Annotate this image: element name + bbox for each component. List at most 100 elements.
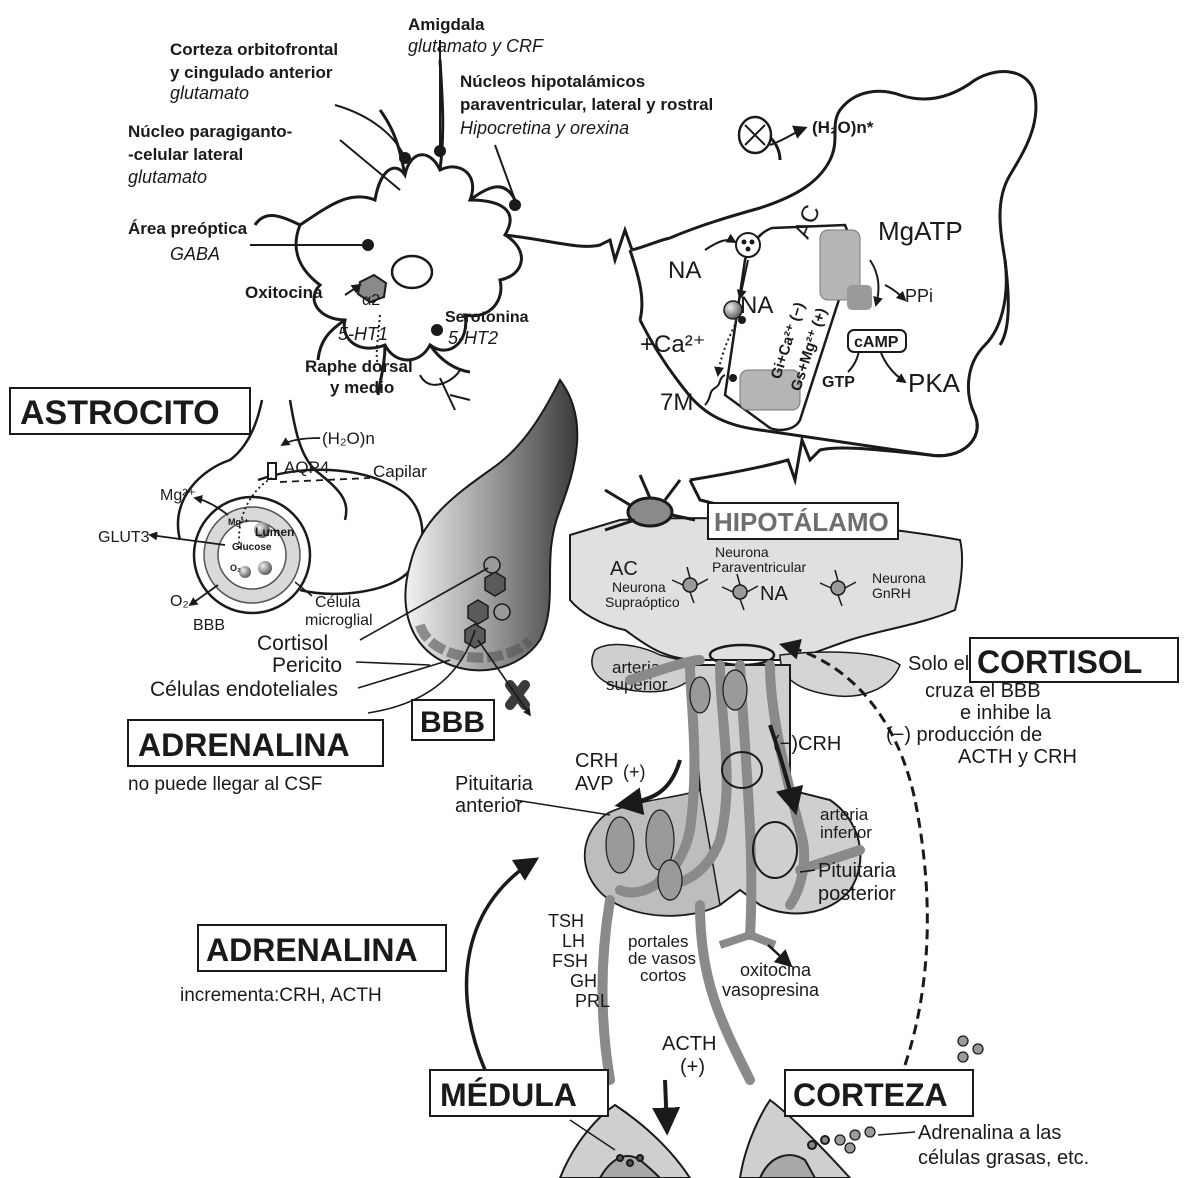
- synapse-na2-label: NA: [740, 292, 773, 319]
- microglial-label-2: microglial: [305, 612, 373, 629]
- vesicle: [736, 233, 760, 257]
- astro-bbb-label: BBB: [193, 617, 225, 634]
- cortisol-note-3: e inhibe la: [960, 702, 1052, 724]
- adrenalina-top-title: ADRENALINA: [138, 727, 350, 763]
- neurona-para-label-2: Paraventricular: [712, 559, 806, 575]
- preoptica-label: Área preóptica: [128, 219, 248, 238]
- paragiganto-transmitter: glutamato: [128, 167, 207, 187]
- oxitocina-bottom-label: oxitocina: [740, 960, 812, 980]
- grasas-label-1: Adrenalina a las: [918, 1122, 1061, 1144]
- hormone-tsh: TSH: [548, 911, 584, 931]
- neurona-supra-label-1: Neurona: [612, 579, 666, 595]
- lumen-label: Lumen: [255, 525, 294, 539]
- pka-label: PKA: [908, 368, 961, 398]
- oxitocina-label: Oxitocina: [245, 283, 323, 302]
- astrocito-title: ASTROCITO: [20, 394, 220, 432]
- seven-m-label: 7M: [660, 389, 693, 416]
- acth-plus-label: (+): [680, 1056, 705, 1078]
- endoteliales-label: Células endoteliales: [150, 678, 338, 701]
- h2o-arrow: [770, 128, 805, 145]
- o2-small-label: O₂: [230, 563, 241, 573]
- pit-anterior-label-1: Pituitaria: [455, 773, 534, 795]
- pit-anterior-label-2: anterior: [455, 795, 523, 817]
- medula-title: MÉDULA: [440, 1077, 577, 1113]
- hormone-fsh: FSH: [552, 951, 588, 971]
- minus-crh-label: (−)CRH: [773, 733, 841, 755]
- acth-label: ACTH: [662, 1033, 716, 1055]
- posterior-branches: [720, 935, 775, 945]
- cortisol-note-2: cruza el BBB: [925, 680, 1041, 702]
- cortisol-note-4: (−) producción de: [886, 724, 1042, 746]
- aqp4-label: AQP4: [284, 458, 329, 477]
- cortisol-title: CORTISOL: [977, 644, 1142, 680]
- mgatp-label: MgATP: [878, 216, 963, 246]
- hipo-ac-label: AC: [610, 558, 638, 580]
- hipo-na-label: NA: [760, 583, 788, 605]
- ppi-label: PPi: [905, 286, 933, 306]
- paragiganto-label-1: Núcleo paragiganto-: [128, 122, 292, 141]
- serotonina-label: Serotonina: [445, 309, 529, 326]
- hipotalamo-title: HIPOTÁLAMO: [714, 507, 889, 537]
- corteza-orbito-label-2: y cingulado anterior: [170, 63, 333, 82]
- mg-small-label: Mg²⁺: [228, 517, 249, 527]
- corteza-title: CORTEZA: [793, 1077, 948, 1113]
- avp-label: AVP: [575, 773, 614, 795]
- glucose-label: Glucose: [232, 542, 272, 553]
- microglial-label-1: Célula: [315, 594, 360, 611]
- vasopresina-label: vasopresina: [722, 980, 820, 1000]
- amigdala-label: Amigdala: [408, 15, 485, 34]
- blood-vessel: [405, 380, 577, 705]
- hormone-gh: GH: [570, 971, 597, 991]
- camp-label: cAMP: [854, 334, 899, 351]
- pit-posterior-label-2: posterior: [818, 883, 896, 905]
- corteza-orbito-transmitter: glutamato: [170, 83, 249, 103]
- capilar-label: Capilar: [373, 462, 427, 481]
- preoptica-transmitter: GABA: [170, 244, 220, 264]
- astro-h2o-label: (H₂O)n: [322, 429, 375, 448]
- cortisol-note-1: Solo el: [908, 653, 969, 675]
- paragiganto-label-2: -celular lateral: [128, 145, 243, 164]
- crh-plus-label: (+): [623, 762, 646, 782]
- aquaporin-channel: [739, 117, 771, 153]
- seven-m-dot: [729, 374, 737, 382]
- corteza-orbito-label-1: Corteza orbitofrontal: [170, 40, 338, 59]
- nucleos-hipo-label-1: Núcleos hipotalámicos: [460, 72, 645, 91]
- ht2-label: 5-HT2: [448, 328, 498, 348]
- seven-m-squiggle: [705, 375, 725, 405]
- alpha2-label: α2: [362, 292, 380, 309]
- synapse-h2o-label: (H₂O)n*: [812, 118, 874, 137]
- grasas-pointer: [878, 1132, 915, 1135]
- pericito-label: Pericito: [272, 654, 342, 677]
- arteria-inferior-label-2: inferior: [820, 823, 872, 842]
- pit-anterior-pointer: [515, 800, 610, 815]
- crh-label: CRH: [575, 750, 618, 772]
- synaptic-terminals: [358, 145, 521, 336]
- nucleos-hipo-transmitter: Hipocretina y orexina: [460, 118, 629, 138]
- pit-posterior-label-1: Pituitaria: [818, 860, 897, 882]
- mg-label: Mg²⁺: [160, 487, 196, 504]
- calcium-label: +Ca²⁺: [640, 331, 705, 358]
- grasas-label-2: células grasas, etc.: [918, 1147, 1089, 1169]
- neurona-gnrh-label-1: Neurona: [872, 570, 926, 586]
- amigdala-transmitter: glutamato y CRF: [408, 36, 544, 56]
- hormone-lh: LH: [562, 931, 585, 951]
- raphe-label-1: Raphe dorsal: [305, 357, 413, 376]
- glut3-label: GLUT3: [98, 529, 150, 546]
- medula-to-pituitary-arrow: [467, 860, 535, 1070]
- adrenalina-top-note: no puede llegar al CSF: [128, 774, 322, 795]
- adrenalina-bottom-note: incrementa:CRH, ACTH: [180, 985, 382, 1006]
- gtp-label: GTP: [822, 374, 855, 391]
- hormone-prl: PRL: [575, 991, 610, 1011]
- o2-label: O₂: [170, 593, 189, 610]
- cortisol-note-5: ACTH y CRH: [958, 746, 1077, 768]
- portales-label-3: cortos: [640, 966, 686, 985]
- adrenalina-bottom-title: ADRENALINA: [206, 932, 418, 968]
- neurona-gnrh-label-2: GnRH: [872, 585, 911, 601]
- neurona-supra-label-2: Supraóptico: [605, 594, 680, 610]
- raphe-label-2: y medio: [330, 378, 394, 397]
- neurona-para-label-1: Neurona: [715, 544, 769, 560]
- ht1-label: 5-HT1: [338, 324, 388, 344]
- arteria-inferior-label-1: arteria: [820, 805, 869, 824]
- synapse-na-label: NA: [668, 257, 701, 284]
